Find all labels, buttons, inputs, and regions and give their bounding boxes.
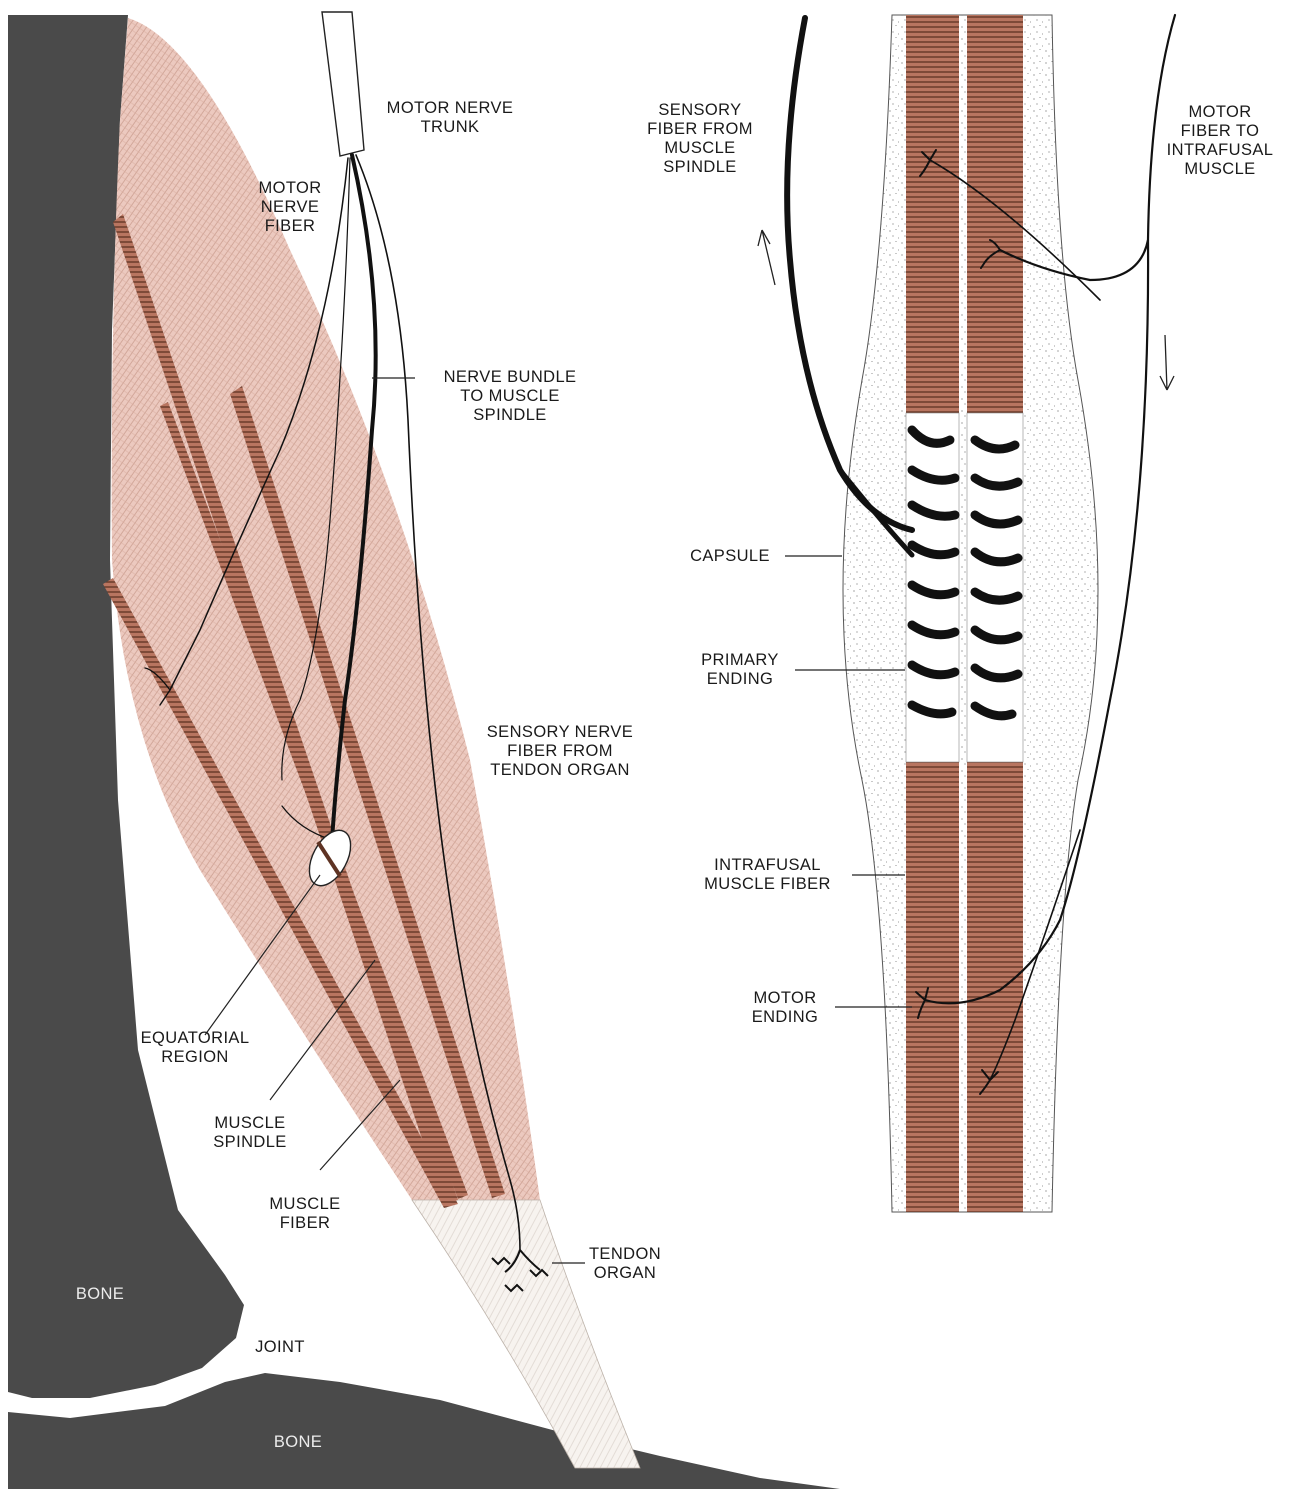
label-motor-nerve-fiber: MOTOR NERVE FIBER <box>240 179 340 236</box>
label-motor-ending: MOTOR ENDING <box>735 989 835 1027</box>
label-nerve-bundle: NERVE BUNDLE TO MUSCLE SPINDLE <box>420 368 600 425</box>
label-bone-upper: BONE <box>60 1285 140 1304</box>
motor-nerve-trunk <box>322 12 364 156</box>
label-bone-lower: BONE <box>258 1433 338 1452</box>
label-sensory-nerve-fiber-tendon: SENSORY NERVE FIBER FROM TENDON ORGAN <box>460 723 660 780</box>
label-muscle-spindle: MUSCLE SPINDLE <box>190 1114 310 1152</box>
label-joint: JOINT <box>240 1338 320 1357</box>
label-motor-fiber-intrafusal: MOTOR FIBER TO INTRAFUSAL MUSCLE <box>1160 103 1280 179</box>
label-equatorial-region: EQUATORIAL REGION <box>120 1029 270 1067</box>
intrafusal-fiber-right-top <box>967 15 1023 413</box>
label-primary-ending: PRIMARY ENDING <box>690 651 790 689</box>
intrafusal-fiber-left-bottom <box>906 762 959 1212</box>
label-muscle-fiber: MUSCLE FIBER <box>250 1195 360 1233</box>
label-tendon-organ: TENDON ORGAN <box>580 1245 670 1283</box>
label-capsule: CAPSULE <box>675 547 785 566</box>
intrafusal-fiber-right-bottom <box>967 762 1023 1212</box>
label-intrafusal-fiber: INTRAFUSAL MUSCLE FIBER <box>680 856 855 894</box>
label-sensory-fiber-spindle: SENSORY FIBER FROM MUSCLE SPINDLE <box>630 101 770 177</box>
intrafusal-fiber-left-top <box>906 15 959 413</box>
label-motor-nerve-trunk: MOTOR NERVE TRUNK <box>365 99 535 137</box>
lower-bone <box>8 1373 840 1489</box>
